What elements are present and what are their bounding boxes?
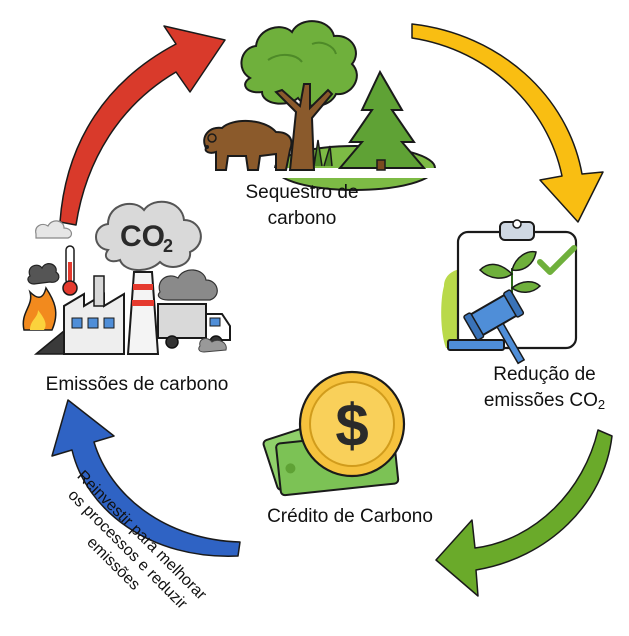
label-emissoes: Emissões de carbono: [22, 372, 252, 398]
label-sequestro-line2: carbono: [267, 207, 337, 229]
trees-bear-icon: [203, 20, 440, 191]
label-credito: Crédito de Carbono: [250, 504, 450, 530]
label-reducao-subscript: 2: [597, 396, 606, 412]
factory-co2-icon: CO 2: [22, 200, 231, 355]
co2-main-text: CO: [120, 220, 165, 253]
arrow-yellow-icon: [411, 23, 604, 223]
gavel-clipboard-icon: [441, 219, 578, 365]
label-reducao-line2-wrap: emissões CO2: [462, 388, 627, 414]
label-emissoes-line1: Emissões de carbono: [45, 374, 229, 395]
arrow-green-icon: [435, 429, 613, 597]
label-reducao: Redução de emissões CO2: [462, 362, 627, 413]
dollar-sign-text: $: [335, 392, 368, 459]
arrow-blue-icon: [51, 399, 241, 557]
co2-sub-text: 2: [163, 236, 173, 256]
label-credito-line1: Crédito de Carbono: [267, 506, 433, 527]
label-sequestro-line1: Sequestro de: [245, 182, 359, 203]
label-reducao-line1: Redução de: [493, 364, 596, 385]
label-reducao-line2: emissões CO: [483, 389, 598, 411]
label-sequestro: Sequestro de carbono: [232, 180, 372, 231]
dollar-coin-icon: $: [262, 370, 406, 497]
arrow-red-icon: [59, 25, 226, 226]
